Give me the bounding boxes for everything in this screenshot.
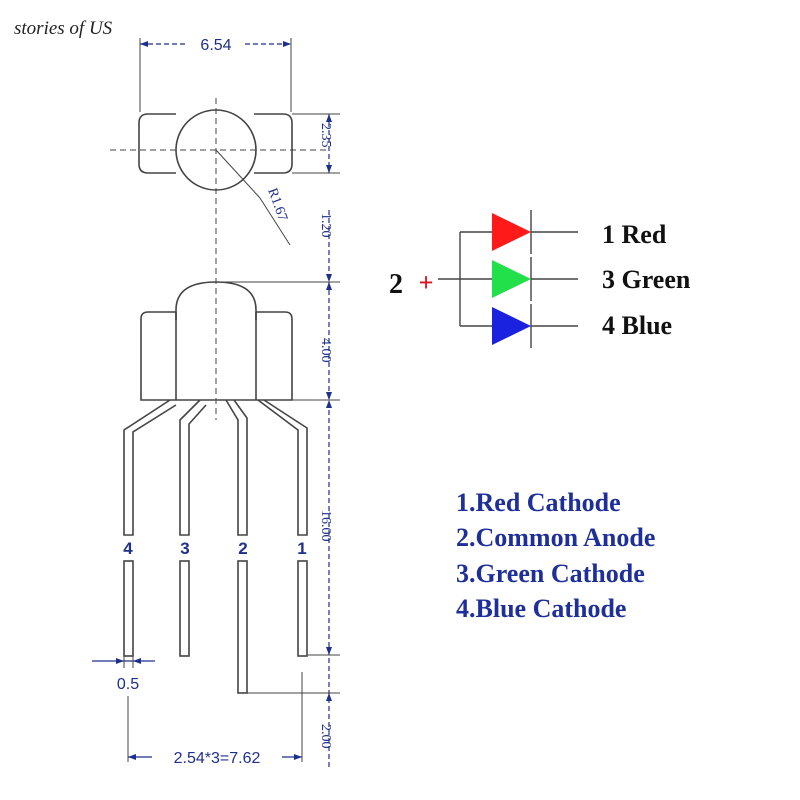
pin-number: 3: [180, 539, 189, 558]
pin-number: 2: [238, 539, 247, 558]
pitch-dimension: 2.54*3=7.62: [127, 672, 303, 767]
side-view: [123, 281, 308, 694]
output-label-red: 1 Red: [602, 220, 667, 249]
top-height-label: 2.35: [318, 123, 333, 148]
watermark-text: stories of US: [14, 18, 113, 39]
output-label-green: 3 Green: [602, 265, 691, 294]
legend-item: 3.Green Cathode: [456, 559, 645, 588]
height-dimensions: [326, 114, 332, 768]
red-diode-icon: [492, 213, 531, 251]
legend-item: 1.Red Cathode: [456, 488, 621, 517]
radius-label: R1.67: [264, 186, 290, 223]
blue-diode-icon: [492, 307, 531, 345]
anode-plus-sign: +: [419, 268, 434, 297]
pin-numbers: 4 3 2 1: [123, 539, 306, 558]
top-width-label: 6.54: [200, 37, 231, 54]
top-view: [110, 38, 340, 420]
pin-number: 1: [297, 539, 306, 558]
legend-item: 4.Blue Cathode: [456, 594, 626, 623]
body-height-label: 4.00: [318, 338, 333, 363]
lead-width-dimension: [92, 656, 155, 668]
led-schematic: 2 + 1 Red 3 Green 4 Blue: [389, 210, 691, 348]
lead-extra-label: 2.00: [318, 724, 333, 749]
height-extension-lines: [216, 281, 340, 694]
pin-legend: 1.Red Cathode 2.Common Anode 3.Green Cat…: [456, 488, 655, 623]
pin-number: 4: [123, 539, 133, 558]
output-label-blue: 4 Blue: [602, 311, 672, 340]
green-diode-icon: [492, 260, 531, 298]
dome-height-label: 1.20: [318, 213, 333, 238]
anode-number: 2: [389, 269, 403, 300]
lead-length-label: 16.00: [318, 510, 333, 542]
top-width-dimension: 6.54: [140, 37, 291, 54]
legend-item: 2.Common Anode: [456, 523, 655, 552]
pitch-label: 2.54*3=7.62: [174, 750, 261, 767]
lead-width-label: 0.5: [117, 676, 139, 693]
